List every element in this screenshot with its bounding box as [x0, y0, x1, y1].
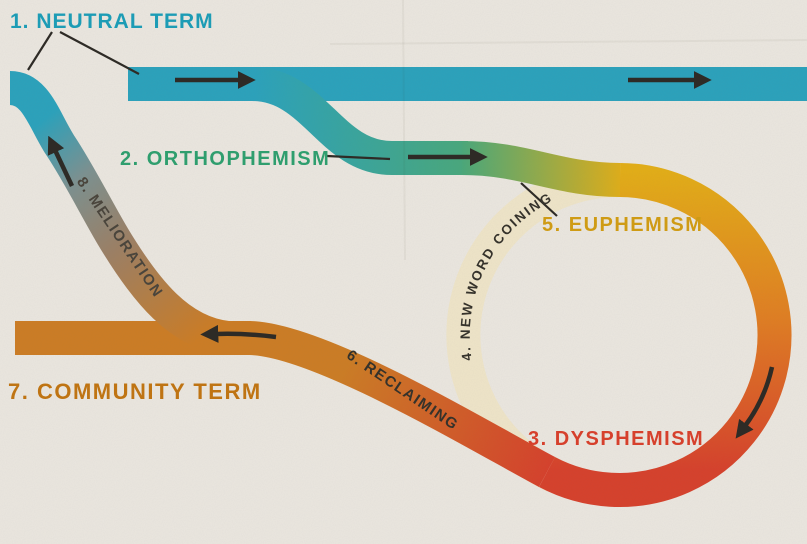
paper-crease-horizontal: [329, 39, 807, 45]
euphemism-label: 5. EUPHEMISM: [542, 214, 703, 236]
neutral-term-connector-left: [27, 31, 53, 71]
orthophemism-label: 2. ORTHOPHEMISM: [120, 148, 330, 170]
dysphemism-label: 3. DYSPHEMISM: [528, 428, 704, 450]
neutral-term-connector-right: [59, 31, 140, 75]
paper-crease-vertical: [402, 0, 406, 261]
orthophemism-connector: [326, 154, 391, 161]
dysphemism-flow-arrow-icon: [735, 366, 775, 439]
euphemism-connector: [520, 182, 558, 217]
neutral-term-label: 1. NEUTRAL TERM: [10, 10, 214, 33]
community-term-label: 7. COMMUNITY TERM: [8, 379, 262, 404]
melioration-flow-arrow-icon: [47, 135, 75, 187]
reclaiming-flow-arrow-icon: [200, 324, 277, 343]
